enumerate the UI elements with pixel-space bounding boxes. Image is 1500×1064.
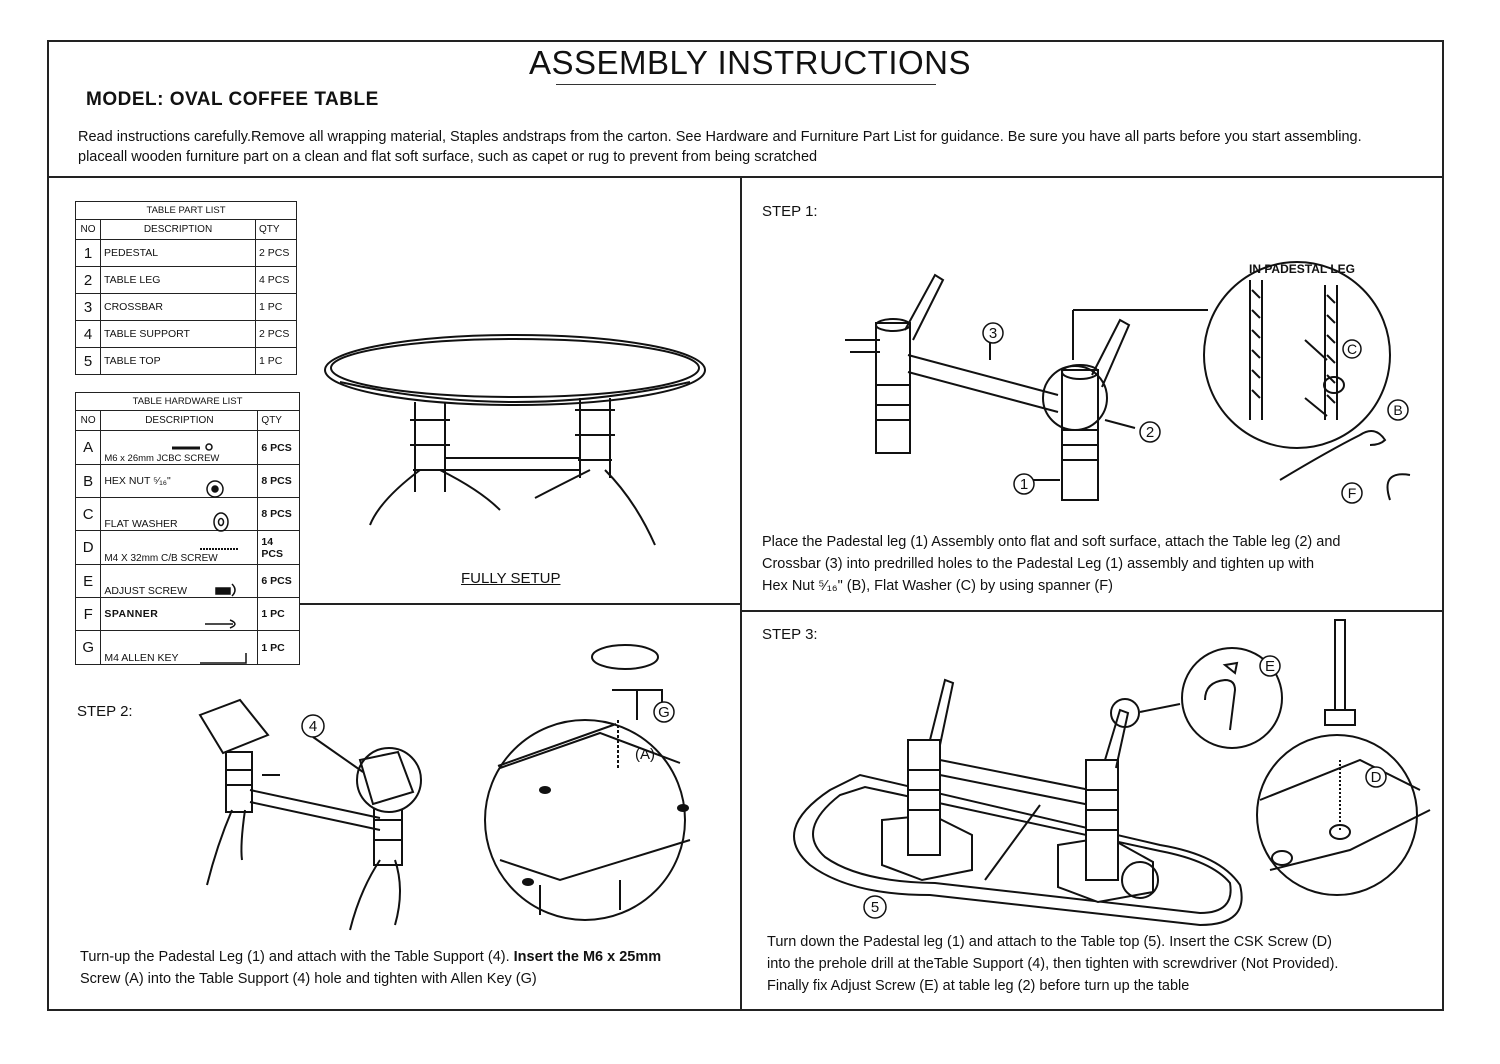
model-name: MODEL: OVAL COFFEE TABLE: [86, 89, 379, 110]
callout-2: 2: [1146, 424, 1154, 441]
part-desc: PEDESTAL: [100, 239, 256, 267]
inset-label: IN PADESTAL LEG: [1249, 262, 1355, 276]
step2-caption-line: Screw (A) into the Table Support (4) hol…: [80, 971, 537, 987]
washer-icon: [213, 512, 229, 532]
hardware-no: F: [74, 597, 102, 631]
hardware-qty: 6 PCS: [257, 564, 300, 598]
callout-B: B: [1393, 402, 1402, 418]
callout-3: 3: [989, 325, 997, 342]
part-qty: 4 PCS: [255, 266, 297, 294]
step1-caption: Place the Padestal leg (1) Assembly onto…: [762, 531, 1432, 597]
hardware-qty: 1 PC: [257, 597, 300, 631]
step2-caption-line: Turn-up the Padestal Leg (1) and attach …: [80, 946, 740, 968]
hardware-qty: 8 PCS: [257, 497, 300, 531]
hardware-qty: 6 PCS: [257, 430, 300, 465]
fully-setup-label: FULLY SETUP: [461, 570, 561, 587]
step3-caption-line: Finally fix Adjust Screw (E) at table le…: [767, 978, 1190, 994]
page-title: ASSEMBLY INSTRUCTIONS: [528, 44, 972, 81]
step3-caption: Turn down the Padestal leg (1) and attac…: [767, 931, 1437, 997]
step2-caption: Turn-up the Padestal Leg (1) and attach …: [80, 946, 740, 990]
hardware-desc: M4 ALLEN KEY: [100, 630, 259, 665]
hardware-no: G: [74, 630, 102, 665]
intro-text: Read instructions carefully.Remove all w…: [78, 129, 1362, 165]
part-desc: CROSSBAR: [100, 293, 256, 321]
hardware-qty: 1 PC: [257, 630, 300, 665]
table-row: G M4 ALLEN KEY 1 PC: [74, 630, 300, 665]
callout-4: 4: [309, 718, 317, 735]
spanner-icon: [205, 619, 236, 629]
callout-F: F: [1348, 485, 1357, 501]
hardware-desc: M4 X 32mm C/B SCREW: [100, 530, 259, 565]
callout-A: (A): [635, 746, 655, 763]
callout-C: C: [1347, 341, 1357, 357]
part-no: 1: [75, 239, 101, 267]
step1-label: STEP 1:: [762, 203, 818, 220]
page-frame: [47, 40, 1444, 1011]
col-no: NO: [74, 410, 102, 431]
table-row: 3 CROSSBAR 1 PC: [75, 293, 297, 321]
middle-divider-left: [298, 603, 741, 605]
part-no: 5: [75, 347, 101, 375]
hardware-no: A: [74, 430, 102, 465]
screw-icon: [172, 443, 213, 451]
table-row: D M4 X 32mm C/B SCREW 14 PCS: [74, 530, 300, 565]
allen-key-icon: [200, 653, 247, 664]
hardware-list-table: TABLE HARDWARE LIST NO DESCRIPTION QTY A…: [74, 392, 300, 665]
step3-label: STEP 3:: [762, 626, 818, 643]
hardware-no: D: [74, 530, 102, 565]
step1-caption-line: Place the Padestal leg (1) Assembly onto…: [762, 534, 1341, 550]
middle-divider-right: [741, 610, 1444, 612]
title-underline: [556, 84, 936, 85]
step2-caption-a: Turn-up the Padestal Leg (1) and attach …: [80, 949, 510, 965]
header-divider: [48, 176, 1444, 178]
step3-caption-line: Turn down the Padestal leg (1) and attac…: [767, 934, 1332, 950]
table-row: 5 TABLE TOP 1 PC: [75, 347, 297, 375]
step2-caption-b: Insert the M6 x 25mm: [513, 949, 662, 965]
hex-nut-icon: [206, 480, 224, 498]
step2-label: STEP 2:: [77, 703, 133, 720]
table-row: E ADJUST SCREW 6 PCS: [74, 564, 300, 598]
step3-caption-line: into the prehole drill at theTable Suppo…: [767, 956, 1339, 972]
part-list-table: TABLE PART LIST NO DESCRIPTION QTY 1 PED…: [75, 201, 297, 375]
part-qty: 1 PC: [255, 347, 297, 375]
adjust-screw-icon: [215, 583, 236, 597]
center-divider: [740, 177, 742, 1011]
callout-D: D: [1371, 769, 1382, 786]
callout-G: G: [658, 704, 670, 721]
callout-E: E: [1265, 658, 1275, 675]
step1-caption-line: Crossbar (3) into predrilled holes to th…: [762, 556, 1315, 572]
hardware-qty: 8 PCS: [257, 464, 300, 498]
step1-caption-line: Hex Nut ⁵⁄₁₆" (B), Flat Washer (C) by us…: [762, 578, 1113, 594]
callout-1: 1: [1020, 476, 1028, 493]
callout-5: 5: [871, 899, 879, 916]
part-desc: TABLE TOP: [100, 347, 256, 375]
